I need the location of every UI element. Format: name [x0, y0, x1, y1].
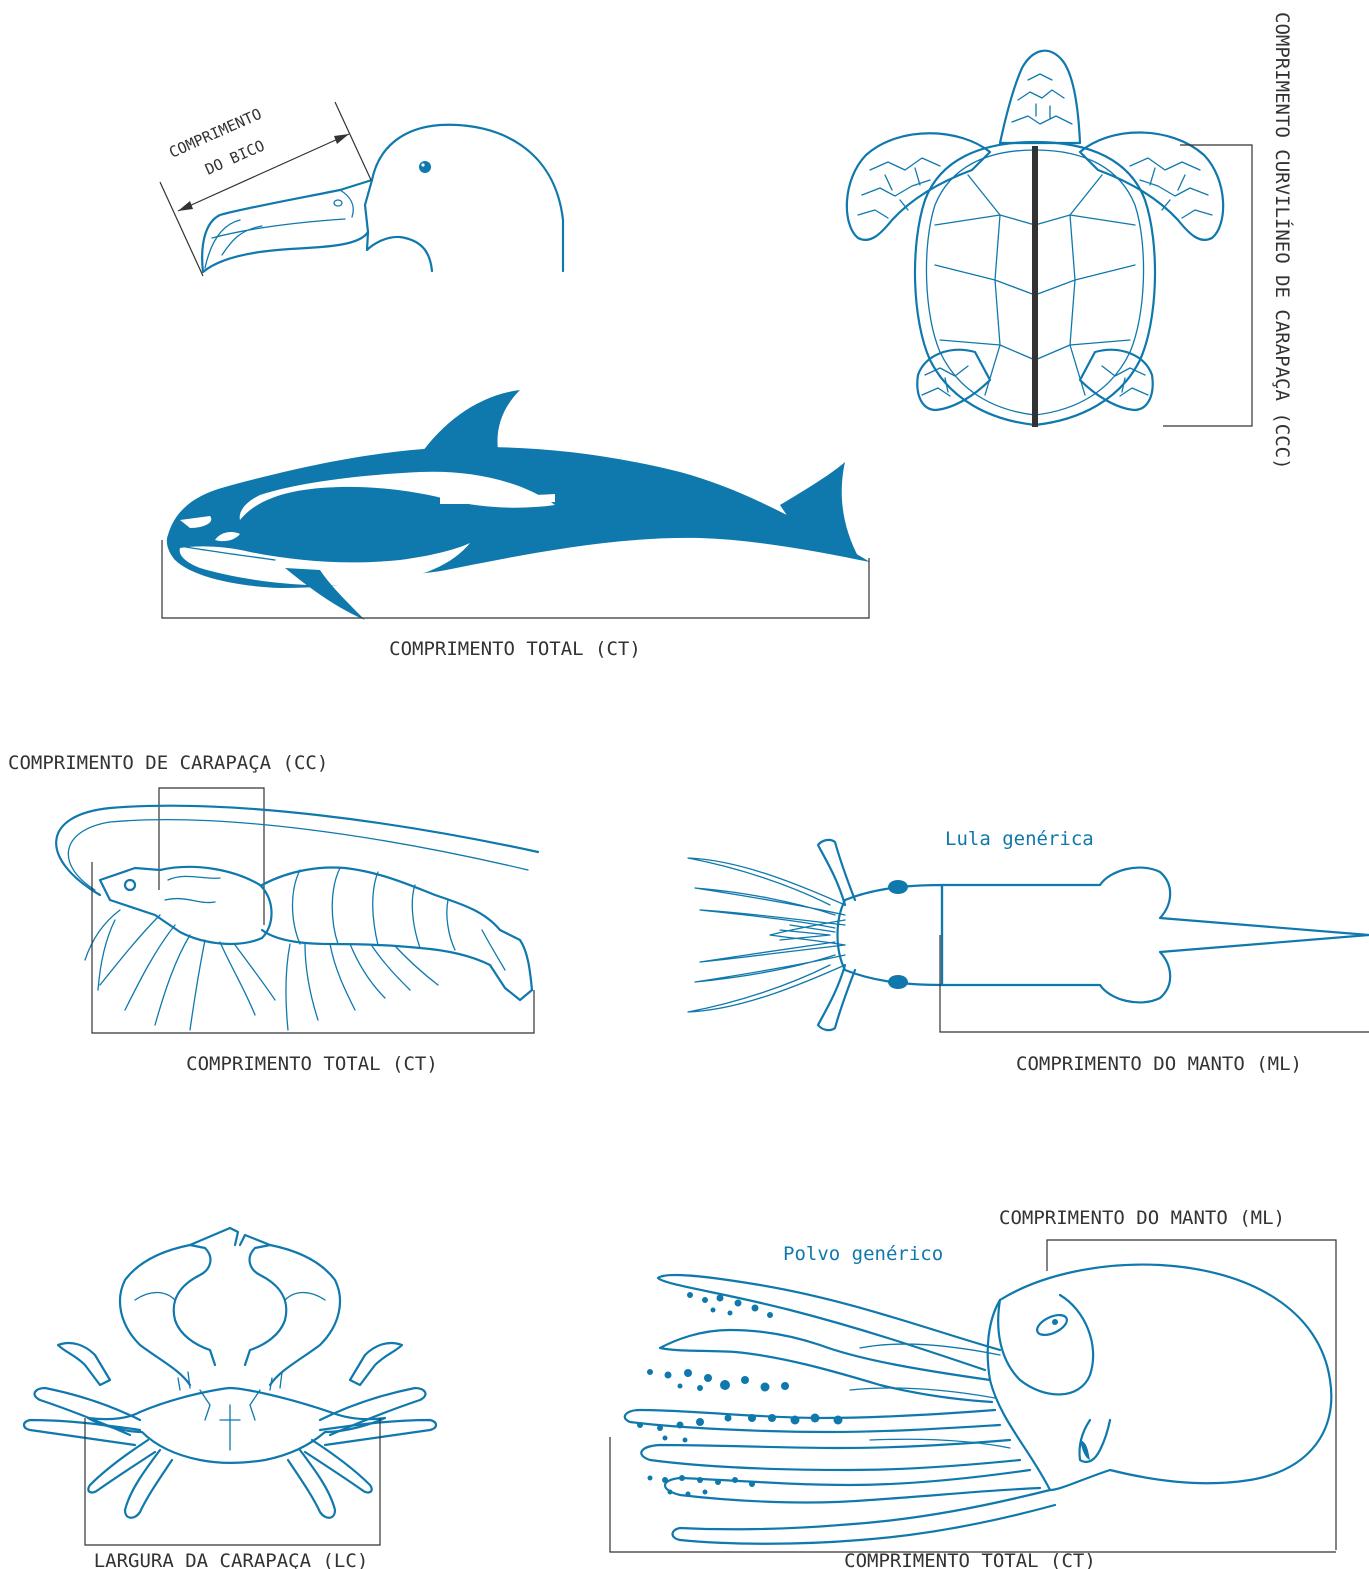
squid-ml-label: COMPRIMENTO DO MANTO (ML): [1016, 1053, 1302, 1075]
squid-illustration: [688, 840, 1369, 1030]
shrimp-cc-label: COMPRIMENTO DE CARAPAÇA (CC): [8, 752, 328, 774]
octopus-ct-bracket: [610, 1437, 1336, 1552]
turtle-ccc-bracket: [1163, 145, 1252, 426]
bill-length-indicator: [160, 102, 371, 276]
octopus-ml-bracket: [1047, 1240, 1336, 1550]
octopus-ct-label: COMPRIMENTO TOTAL (CT): [844, 1550, 1096, 1569]
shrimp-ct-label: COMPRIMENTO TOTAL (CT): [186, 1053, 438, 1075]
octopus-illustration: [625, 1265, 1332, 1544]
dolphin-ct-label: COMPRIMENTO TOTAL (CT): [389, 638, 641, 660]
crab-illustration: [24, 1228, 436, 1518]
turtle-ccc-label: COMPRIMENTO CURVILÍNEO DE CARAPAÇA (CCC): [1271, 12, 1294, 470]
octopus-ml-label: COMPRIMENTO DO MANTO (ML): [999, 1207, 1285, 1229]
crab-lc-bracket: [85, 1418, 380, 1545]
octopus-name-label: Polvo genérico: [783, 1243, 943, 1265]
octopus-suckers: [637, 1292, 843, 1497]
crab-lc-label: LARGURA DA CARAPAÇA (LC): [94, 1550, 369, 1569]
squid-ml-bracket: [940, 935, 1369, 1032]
dolphin-illustration: [167, 390, 870, 620]
shrimp-illustration: [56, 806, 538, 1030]
squid-name-label: Lula genérica: [945, 828, 1094, 850]
sea-turtle-illustration: [847, 51, 1223, 427]
